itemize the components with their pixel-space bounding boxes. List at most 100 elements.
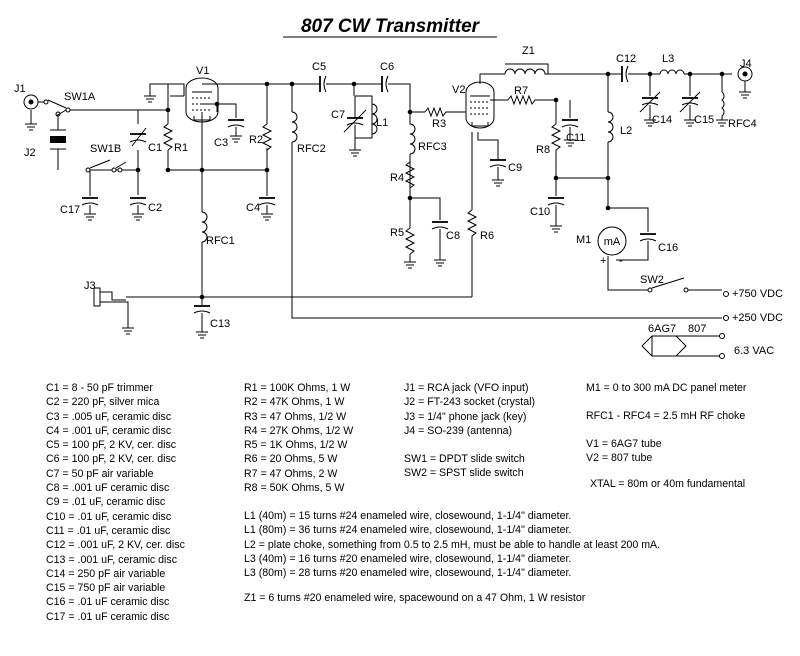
legend-line: L1 (80m) = 36 turns #24 enameled wire, c…	[244, 524, 572, 537]
svg-text:R5: R5	[390, 227, 404, 239]
legend-line: C5 = 100 pF, 2 KV, cer. disc	[46, 439, 177, 452]
component-labels: J1 SW1A J2 SW1B C17 C1 R1 C2 V1 C3 R2 C4…	[14, 45, 783, 357]
svg-text:C9: C9	[508, 162, 522, 174]
svg-text:J1: J1	[14, 83, 26, 95]
legend-line: R8 = 50K Ohms, 5 W	[244, 482, 345, 495]
svg-text:C11: C11	[566, 132, 585, 144]
svg-text:C17: C17	[60, 204, 80, 216]
jack-j3-symbol	[93, 287, 101, 307]
legend-line: C6 = 100 pF, 2 KV, cer. disc	[46, 453, 177, 466]
legend-line: J4 = SO-239 (antenna)	[404, 424, 513, 437]
svg-text:C6: C6	[380, 61, 394, 73]
svg-text:C16: C16	[658, 242, 678, 254]
legend-capacitors: C1 = 8 - 50 pF trimmer C2 = 220 pF, silv…	[46, 381, 185, 624]
svg-text:C4: C4	[246, 202, 260, 214]
legend-line: SW1 = DPDT slide switch	[404, 453, 525, 465]
legend-xtal: XTAL = 80m or 40m fundamental	[590, 477, 745, 491]
legend-line: L3 (80m) = 28 turns #20 enameled wire, c…	[244, 567, 572, 580]
svg-text:R7: R7	[514, 85, 528, 97]
svg-text:C2: C2	[148, 202, 162, 214]
tube-v2-symbol	[465, 81, 495, 129]
svg-text:+: +	[600, 255, 606, 267]
legend-line: M1 = 0 to 300 mA DC panel meter	[586, 382, 747, 394]
legend-line: C9 = .01 uF, ceramic disc	[46, 496, 166, 509]
junction-dots	[135, 71, 725, 300]
legend-line: R5 = 1K Ohms, 1/2 W	[244, 439, 348, 452]
svg-text:mA: mA	[604, 236, 621, 248]
tube-v1-symbol	[185, 77, 219, 123]
legend-line: R7 = 47 Ohms, 2 W	[244, 467, 338, 480]
svg-text:J2: J2	[24, 147, 36, 159]
ground-symbols	[25, 91, 751, 339]
svg-text:C10: C10	[530, 206, 550, 218]
switch-sw1a-symbol	[47, 99, 67, 117]
title: 807 CW Transmitter	[301, 16, 481, 37]
legend-line: C4 = .001 uF, ceramic disc	[46, 424, 172, 437]
svg-text:SW2: SW2	[640, 274, 664, 286]
legend-line: C14 = 250 pF air variable	[46, 567, 166, 580]
legend-resistors: R1 = 100K Ohms, 1 W R2 = 47K Ohms, 1 W R…	[244, 381, 353, 495]
legend-line: R3 = 47 Ohms, 1/2 W	[244, 410, 347, 423]
legend-z1: Z1 = 6 turns #20 enameled wire, spacewou…	[244, 591, 585, 605]
svg-text:6AG7: 6AG7	[648, 323, 676, 335]
svg-text:J3: J3	[84, 280, 96, 292]
legend-line: L1 (40m) = 15 turns #24 enameled wire, c…	[244, 510, 572, 522]
legend-line: L3 (40m) = 16 turns #20 enameled wire, c…	[244, 552, 572, 565]
svg-text:C1: C1	[148, 142, 162, 154]
legend-line: C2 = 220 pF, silver mica	[46, 396, 160, 409]
svg-text:R4: R4	[390, 172, 404, 184]
svg-text:L1: L1	[376, 117, 388, 129]
legend-line: C3 = .005 uF, ceramic disc	[46, 410, 172, 423]
switch-sw1b-symbol	[89, 159, 127, 169]
svg-text:RFC3: RFC3	[418, 141, 447, 153]
legend-line: R1 = 100K Ohms, 1 W	[244, 382, 351, 394]
svg-text:R3: R3	[432, 118, 446, 130]
svg-text:C13: C13	[210, 318, 230, 330]
legend-line: C16 = .01 uF ceramic disc	[46, 596, 170, 609]
legend-meter: M1 = 0 to 300 mA DC panel meter	[586, 381, 746, 395]
legend-line: C7 = 50 pF air variable	[46, 467, 154, 480]
svg-text:SW1A: SW1A	[64, 91, 96, 103]
svg-text:RFC1: RFC1	[206, 235, 235, 247]
legend-line: C11 = .01 uF, ceramic disc	[46, 524, 171, 537]
svg-text:Z1: Z1	[522, 45, 535, 57]
legend-line: V2 = 807 tube	[586, 452, 653, 465]
legend-line: C10 = .01 uF, ceramic disc	[46, 510, 172, 523]
legend-line: C1 = 8 - 50 pF trimmer	[46, 382, 153, 394]
legend-chokes: RFC1 - RFC4 = 2.5 mH RF choke	[586, 409, 745, 423]
svg-text:RFC4: RFC4	[728, 118, 757, 130]
svg-text:C7: C7	[331, 109, 345, 121]
svg-text:R6: R6	[480, 230, 494, 242]
svg-text:-: -	[619, 255, 623, 267]
legend-line: Z1 = 6 turns #20 enameled wire, spacewou…	[244, 592, 586, 604]
legend-tubes: V1 = 6AG7 tube V2 = 807 tube	[586, 437, 662, 466]
legend-switches: SW1 = DPDT slide switch SW2 = SPST slide…	[404, 452, 525, 481]
legend-line: R6 = 20 Ohms, 5 W	[244, 453, 338, 466]
legend-line: J3 = 1/4" phone jack (key)	[404, 410, 527, 423]
legend-line: RFC1 - RFC4 = 2.5 mH RF choke	[586, 410, 746, 422]
legend-line: R2 = 47K Ohms, 1 W	[244, 396, 345, 409]
legend-line: C12 = .001 uF, 2 KV, cer. disc	[46, 539, 185, 552]
svg-text:SW1B: SW1B	[90, 143, 121, 155]
svg-text:R1: R1	[174, 142, 188, 154]
svg-text:C3: C3	[214, 137, 228, 149]
legend-line: J1 = RCA jack (VFO input)	[404, 382, 529, 394]
legend-line: C8 = .001 uF ceramic disc	[46, 482, 170, 495]
svg-text:V2: V2	[452, 84, 465, 96]
svg-text:R2: R2	[249, 134, 263, 146]
legend-line: C13 = .001 uF, ceramic disc	[46, 553, 178, 566]
svg-text:+750 VDC: +750 VDC	[732, 288, 783, 300]
svg-text:V1: V1	[196, 65, 209, 77]
resistor-symbols	[162, 63, 562, 255]
meter-m1-symbol	[597, 226, 627, 256]
svg-text:C15: C15	[694, 114, 714, 126]
legend-inductors: L1 (40m) = 15 turns #24 enameled wire, c…	[244, 509, 660, 580]
svg-text:L2: L2	[620, 125, 632, 137]
legend-line: XTAL = 80m or 40m fundamental	[590, 478, 746, 490]
terminals	[43, 99, 729, 359]
legend-line: V1 = 6AG7 tube	[586, 438, 662, 450]
legend-line: SW2 = SPST slide switch	[404, 467, 524, 480]
svg-text:C5: C5	[312, 61, 326, 73]
svg-text:C12: C12	[616, 53, 636, 65]
svg-text:807: 807	[688, 323, 706, 335]
